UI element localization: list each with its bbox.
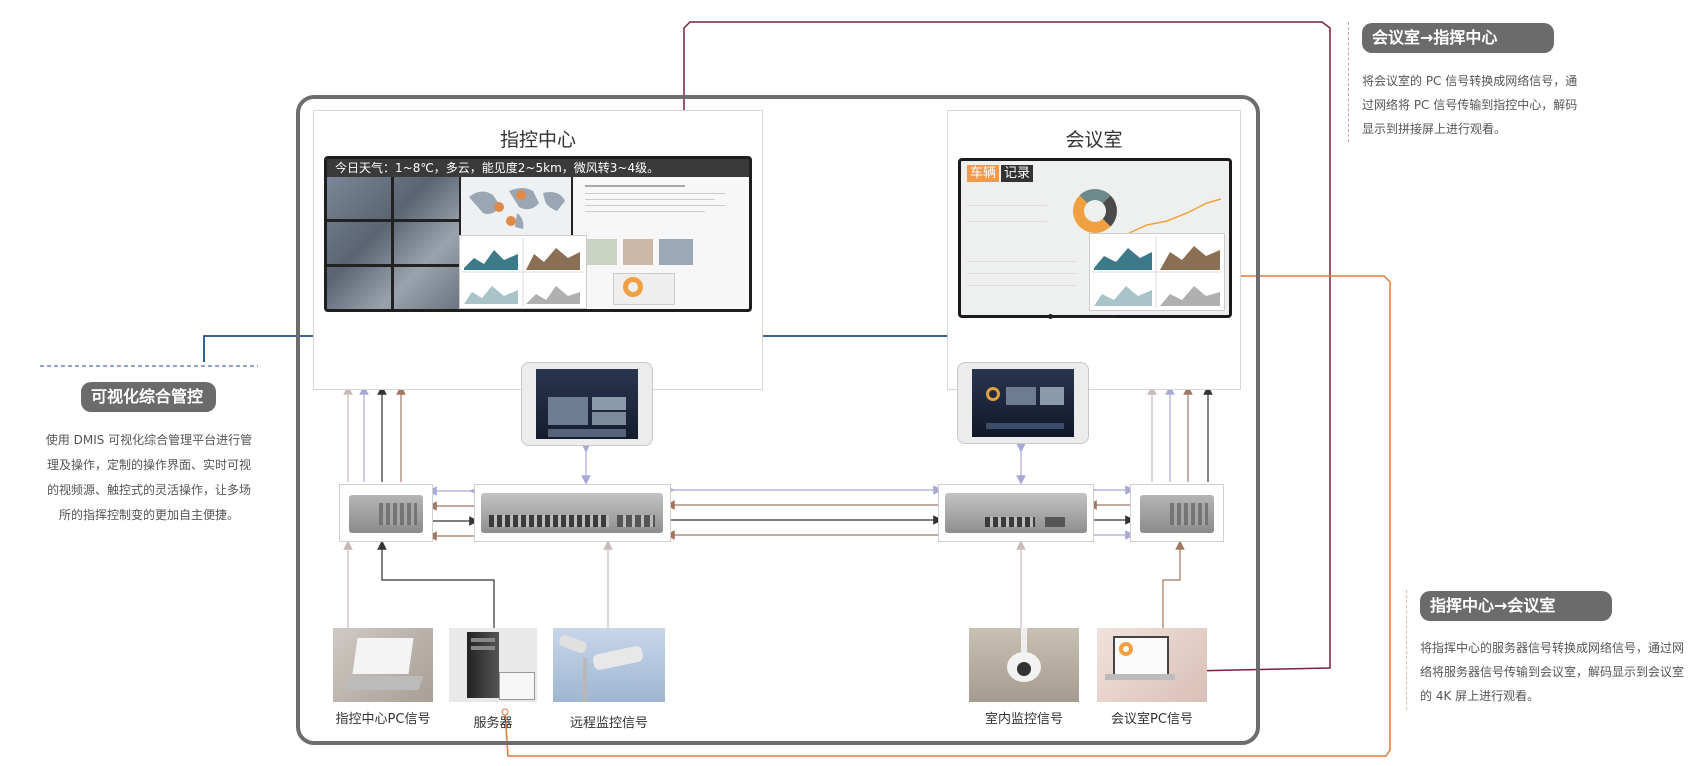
command-pc-caption: 指控中心PC信号: [335, 712, 431, 727]
callout-visual-control-desc: 使用 DMIS 可视化综合管理平台进行管 理及操作，定制的操作界面、实时可视 的…: [38, 428, 260, 528]
meeting-matrix-device: [1140, 495, 1214, 533]
maroon-route: [683, 21, 1331, 673]
meeting-network-switch: [945, 493, 1087, 533]
command-center-room: 指控中心 今日天气：1~8℃，多云，能见度2~5km，微风转3~4级。: [313, 110, 763, 390]
command-switch-box: [474, 484, 671, 542]
indoor-camera-photo: [969, 628, 1079, 702]
desc-line: 所的指挥控制变的更加自主便捷。: [58, 508, 239, 522]
desc-line: 显示到拼接屏上进行观看。: [1362, 122, 1507, 136]
meeting-room: 会议室 车辆 记录: [947, 110, 1241, 390]
callout-meeting-to-command-desc: 将会议室的 PC 信号转换成网络信号，通 过网络将 PC 信号传输到指控中心，解…: [1362, 69, 1577, 141]
system-frame: [296, 95, 1260, 745]
command-control-tablet[interactable]: [521, 362, 653, 446]
desc-line: 将指挥中心的服务器信号转换成网络信号，通过网: [1420, 641, 1685, 655]
screen-tag-b: 记录: [1001, 165, 1034, 182]
indoor-camera-caption: 室内监控信号: [984, 712, 1063, 727]
desc-line: 的 4K 屏上进行观看。: [1420, 689, 1540, 703]
desc-line: 使用 DMIS 可视化综合管理平台进行管: [45, 433, 253, 447]
orange-route: [504, 275, 1391, 757]
callout-meeting-to-command-title: 会议室→指挥中心: [1362, 23, 1554, 53]
meeting-pc-caption: 会议室PC信号: [1111, 712, 1193, 727]
callout-command-to-meeting-title: 指挥中心→会议室: [1420, 591, 1612, 621]
screen-stand-dot: [1048, 314, 1053, 319]
callout-command-to-meeting-desc: 将指挥中心的服务器信号转换成网络信号，通过网 络将服务器信号传输到会议室，解码显…: [1420, 636, 1684, 708]
meeting-matrix-box: [1130, 484, 1224, 542]
screen-tag-a: 车辆: [967, 165, 1000, 182]
desc-line: 过网络将 PC 信号传输到指控中心，解码: [1362, 98, 1578, 112]
callout-visual-control-title: 可视化综合管控: [81, 382, 216, 412]
command-center-video-wall: 今日天气：1~8℃，多云，能见度2~5km，微风转3~4级。: [324, 156, 752, 312]
meeting-4k-screen: 车辆 记录: [958, 158, 1232, 318]
command-matrix-box: [339, 484, 433, 542]
desc-line: 将会议室的 PC 信号转换成网络信号，通: [1362, 74, 1578, 88]
meeting-control-tablet[interactable]: [957, 362, 1089, 444]
callout-divider-top: [1348, 22, 1349, 142]
server-caption: 服务器: [473, 716, 513, 731]
meeting-switch-box: [938, 484, 1094, 542]
desc-line: 的视频源、触控式的灵活操作，让多场: [46, 483, 251, 497]
weather-ticker: 今日天气：1~8℃，多云，能见度2~5km，微风转3~4级。: [327, 159, 749, 177]
meeting-room-title: 会议室: [1065, 129, 1123, 151]
remote-camera-photo: [553, 628, 665, 702]
command-matrix-device: [349, 495, 423, 533]
server-photo: [449, 628, 537, 702]
document-panel: [573, 177, 749, 309]
remote-camera-caption: 远程监控信号: [569, 716, 648, 731]
command-network-switch: [481, 493, 663, 533]
meeting-chart-overlay: [1089, 233, 1225, 311]
desc-line: 理及操作，定制的操作界面、实时可视: [46, 458, 251, 472]
traffic-camera-grid: [327, 177, 459, 309]
command-chart-overlay: [459, 235, 587, 309]
callout-divider-bottom: [1406, 590, 1407, 710]
command-center-title: 指控中心: [499, 129, 576, 151]
desc-line: 络将服务器信号传输到会议室，解码显示到会议室: [1420, 665, 1685, 679]
screen-stand: [1051, 316, 1115, 318]
meeting-pc-photo: [1097, 628, 1207, 702]
world-map-panel: [461, 177, 571, 235]
command-pc-photo: [333, 628, 433, 702]
